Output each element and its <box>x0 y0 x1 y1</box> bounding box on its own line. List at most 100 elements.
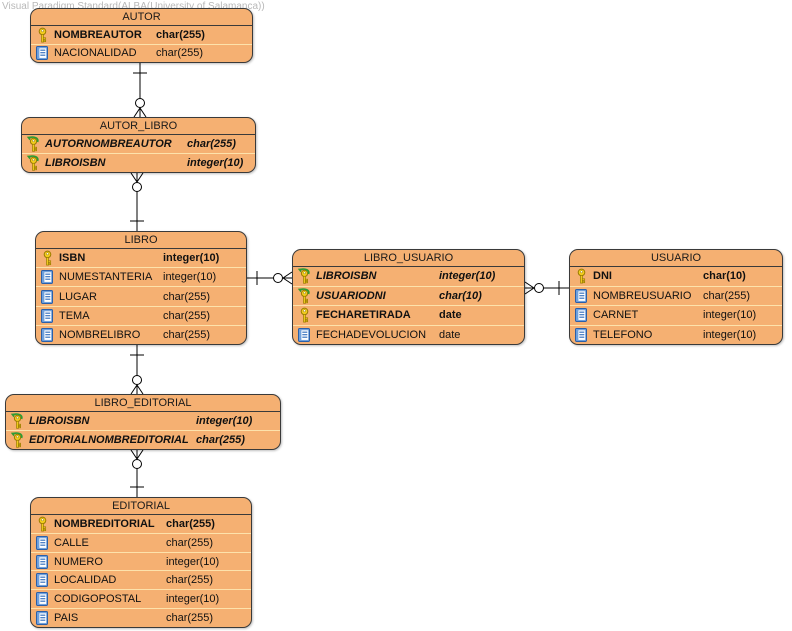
primary-key-icon <box>40 250 54 266</box>
column-type: integer(10) <box>187 157 244 169</box>
column-icon <box>35 535 49 551</box>
column-type: char(255) <box>166 612 214 625</box>
relationship-connector-usuario--libro_usuario[interactable] <box>524 281 569 295</box>
primary-key-icon <box>35 516 49 532</box>
foreign-key-icon <box>10 413 24 429</box>
column-icon <box>40 269 54 285</box>
column-icon <box>574 288 588 304</box>
column-row[interactable]: PAIS char(255) <box>31 608 251 627</box>
column-row[interactable]: NOMBREDITORIAL char(255) <box>31 515 251 533</box>
column-name: NOMBREDITORIAL <box>54 517 155 530</box>
primary-key-icon <box>297 307 311 323</box>
column-icon <box>35 554 49 570</box>
column-name: NOMBRELIBRO <box>59 328 141 341</box>
relationship-connector-libro--libro_editorial[interactable] <box>130 345 144 395</box>
column-name: FECHADEVOLUCION <box>316 328 427 341</box>
zero-cardinality-ring <box>132 182 142 192</box>
column-name: PAIS <box>54 612 79 625</box>
entity-name[interactable]: EDITORIAL <box>31 498 251 515</box>
zero-cardinality-ring <box>132 375 142 385</box>
column-type: char(255) <box>163 328 211 341</box>
column-icon <box>574 327 588 343</box>
relationship-connector-editorial--libro_editorial[interactable] <box>130 449 144 497</box>
column-name: ISBN <box>59 252 86 265</box>
column-row[interactable]: ISBN integer(10) <box>36 249 246 267</box>
column-type: integer(10) <box>166 555 220 568</box>
column-row[interactable]: NOMBRELIBRO char(255) <box>36 324 246 344</box>
entity-name[interactable]: USUARIO <box>570 250 782 267</box>
foreign-key-icon <box>10 432 24 448</box>
column-name: NOMBREUSUARIO <box>593 289 692 302</box>
column-type: char(255) <box>166 517 215 530</box>
column-icon <box>35 591 49 607</box>
relationship-connector-libro--autor_libro[interactable] <box>130 172 144 231</box>
column-name: LIBROISBN <box>29 415 90 427</box>
foreign-key-icon <box>297 288 311 304</box>
foreign-key-icon <box>26 155 40 171</box>
column-name: CODIGOPOSTAL <box>54 593 142 606</box>
entity-name[interactable]: LIBRO <box>36 232 246 249</box>
column-type: char(255) <box>163 290 211 303</box>
column-icon <box>35 572 49 588</box>
column-icon <box>35 610 49 626</box>
entity-name[interactable]: LIBRO_EDITORIAL <box>6 395 280 412</box>
entity-editorial[interactable]: EDITORIAL NOMBREDITORIAL char(255) CALLE cha… <box>30 497 252 628</box>
column-icon <box>40 327 54 343</box>
column-name: LUGAR <box>59 290 97 303</box>
column-row[interactable]: CALLE char(255) <box>31 532 251 552</box>
relationship-connector-libro--libro_usuario[interactable] <box>247 271 293 285</box>
column-icon <box>35 45 49 61</box>
column-icon <box>40 289 54 305</box>
column-type: integer(10) <box>163 271 217 284</box>
primary-key-icon <box>574 268 588 284</box>
column-icon <box>574 307 588 323</box>
column-row[interactable]: EDITORIALNOMBREDITORIAL char(255) <box>6 430 280 449</box>
entity-name[interactable]: AUTOR_LIBRO <box>22 118 255 135</box>
column-type: integer(10) <box>163 252 220 265</box>
column-type: char(10) <box>439 289 482 302</box>
column-row[interactable]: LUGAR char(255) <box>36 286 246 305</box>
column-type: integer(10) <box>703 309 757 322</box>
watermark: Visual Paradigm Standard(ALBA(University… <box>2 1 265 12</box>
column-type: char(255) <box>163 309 211 322</box>
column-name: CALLE <box>54 536 89 549</box>
entity-name[interactable]: AUTOR <box>31 9 252 26</box>
relationship-connector-autor--autor_libro[interactable] <box>133 63 147 118</box>
column-type: char(255) <box>196 434 245 446</box>
column-name: NOMBREAUTOR <box>54 28 142 41</box>
column-type: char(255) <box>166 536 214 549</box>
zero-cardinality-ring <box>132 459 142 469</box>
column-name: EDITORIALNOMBREDITORIAL <box>29 434 189 446</box>
entity-name[interactable]: LIBRO_USUARIO <box>293 250 524 267</box>
